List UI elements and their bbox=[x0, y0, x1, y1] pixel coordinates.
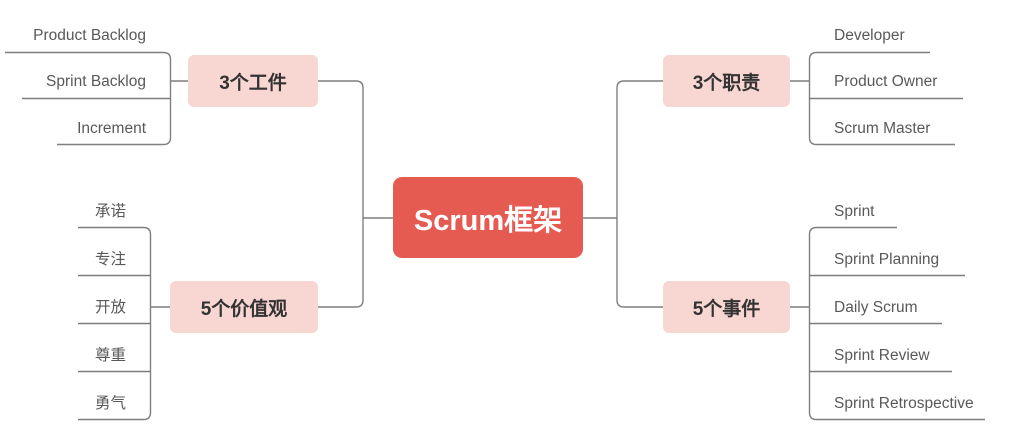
child-product-owner[interactable]: Product Owner bbox=[834, 73, 938, 90]
child-sprint-review[interactable]: Sprint Review bbox=[834, 347, 930, 364]
child-increment[interactable]: Increment bbox=[77, 120, 146, 137]
child-openness[interactable]: 开放 bbox=[94, 299, 126, 316]
branch-node-events[interactable]: 5个事件 bbox=[663, 281, 790, 333]
branch-node-values[interactable]: 5个价值观 bbox=[170, 281, 318, 333]
child-sprint-backlog[interactable]: Sprint Backlog bbox=[46, 73, 146, 90]
child-commitment[interactable]: 承诺 bbox=[94, 203, 126, 220]
child-product-backlog[interactable]: Product Backlog bbox=[33, 27, 146, 44]
child-daily-scrum[interactable]: Daily Scrum bbox=[834, 299, 918, 316]
branch-node-roles[interactable]: 3个职责 bbox=[663, 55, 790, 107]
right-spine-line bbox=[583, 80, 663, 308]
child-developer[interactable]: Developer bbox=[834, 27, 905, 44]
left-spine-line bbox=[318, 80, 393, 308]
root-node-scrum-framework[interactable]: Scrum框架 bbox=[393, 177, 583, 258]
child-focus[interactable]: 专注 bbox=[94, 251, 126, 268]
branch-node-artifacts[interactable]: 3个工件 bbox=[188, 55, 318, 107]
child-sprint-retrospective[interactable]: Sprint Retrospective bbox=[834, 395, 974, 412]
child-sprint-planning[interactable]: Sprint Planning bbox=[834, 251, 940, 268]
child-courage[interactable]: 勇气 bbox=[94, 395, 126, 412]
child-scrum-master[interactable]: Scrum Master bbox=[834, 120, 931, 137]
child-sprint[interactable]: Sprint bbox=[834, 203, 875, 220]
child-respect[interactable]: 尊重 bbox=[94, 347, 126, 364]
